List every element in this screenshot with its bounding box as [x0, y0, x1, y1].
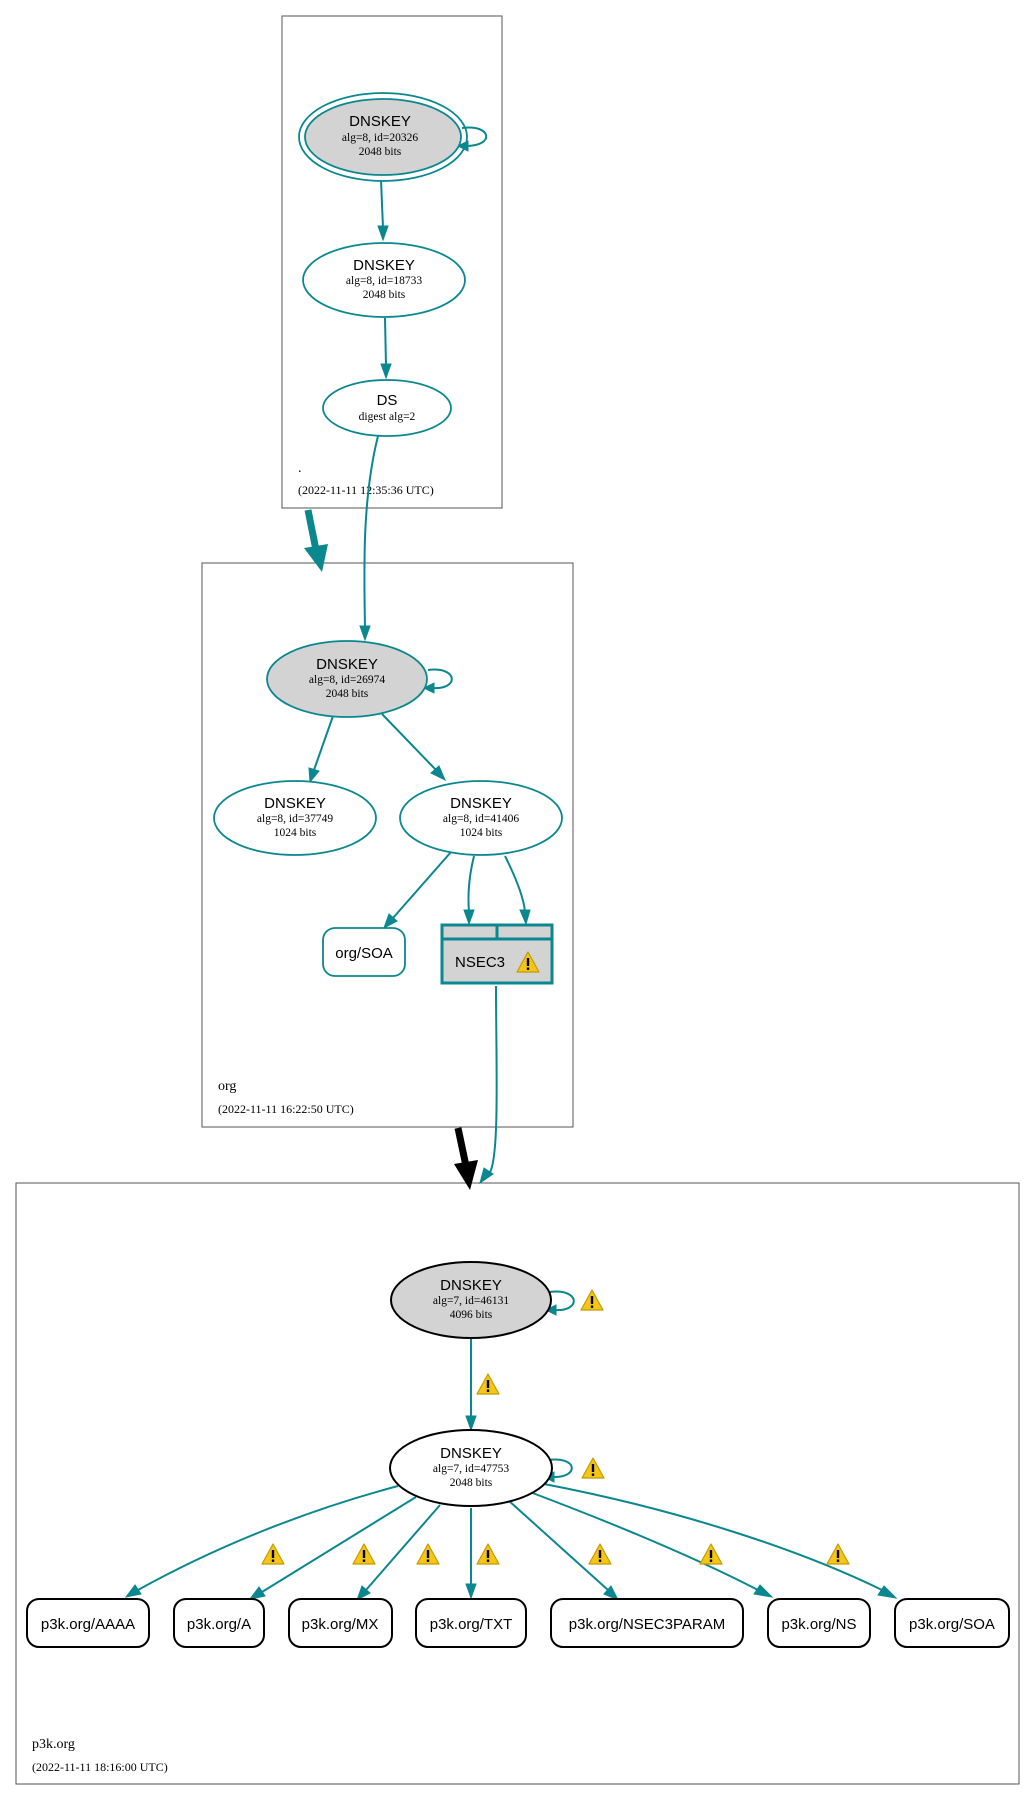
node-org-zsk1-title: DNSKEY [264, 795, 326, 812]
node-org-nsec3[interactable]: NSEC3 [440, 923, 554, 985]
rrset-a-label: p3k.org/A [187, 1616, 251, 1633]
node-root-ksk[interactable]: DNSKEY alg=8, id=20326 2048 bits [298, 92, 468, 182]
edge-org-ksk-zsk2 [381, 713, 446, 782]
edge-p3k-zsk-a [248, 1496, 417, 1600]
edge-org-ksk-zsk1 [308, 715, 334, 784]
edge-org-zsk2-nsec3-a [463, 855, 475, 926]
node-p3k-ksk[interactable]: DNSKEY alg=7, id=46131 4096 bits [390, 1261, 552, 1339]
node-root-zsk[interactable]: DNSKEY alg=8, id=18733 2048 bits [302, 242, 466, 318]
node-org-zsk2-alg: alg=8, id=41406 [443, 813, 519, 825]
edge-root-ksk-zsk [377, 179, 389, 242]
edge-p3k-zsk-ns [529, 1491, 774, 1598]
node-p3k-zsk[interactable]: DNSKEY alg=7, id=47753 2048 bits [389, 1429, 553, 1507]
node-org-ds-digest: digest alg=2 [359, 411, 416, 423]
node-org-zsk-41406[interactable]: DNSKEY alg=8, id=41406 1024 bits [399, 780, 563, 856]
edge-p3k-zsk-aaaa [124, 1485, 399, 1598]
node-org-zsk1-bits: 1024 bits [274, 827, 317, 839]
rrset-txt-label: p3k.org/TXT [430, 1616, 513, 1633]
node-org-nsec3-label: NSEC3 [455, 954, 505, 971]
node-org-zsk2-title: DNSKEY [450, 795, 512, 812]
node-org-ksk[interactable]: DNSKEY alg=8, id=26974 2048 bits [266, 640, 428, 718]
edge-nsec3-p3k [479, 985, 498, 1185]
node-root-ksk-alg: alg=8, id=20326 [342, 132, 418, 144]
node-org-ksk-bits: 2048 bits [326, 688, 369, 700]
node-org-zsk2-bits: 1024 bits [460, 827, 503, 839]
node-rrset-aaaa[interactable]: p3k.org/AAAA [26, 1598, 150, 1648]
zone-org-name: org [218, 1079, 236, 1094]
node-org-ds[interactable]: DS digest alg=2 [322, 379, 452, 437]
edge-p3k-ksk-self [544, 1290, 575, 1316]
zone-root-name: . [298, 461, 302, 476]
node-root-zsk-alg: alg=8, id=18733 [346, 275, 422, 287]
node-p3k-ksk-title: DNSKEY [440, 1277, 502, 1294]
node-rrset-a[interactable]: p3k.org/A [173, 1598, 265, 1648]
edge-p3k-zsk-nsec3param [507, 1499, 620, 1601]
node-p3k-zsk-title: DNSKEY [440, 1445, 502, 1462]
edge-p3k-zsk-txt [465, 1508, 477, 1600]
edge-org-ksk-self [422, 668, 453, 694]
edge-p3k-zsk-soa [543, 1483, 898, 1599]
rrset-ns-label: p3k.org/NS [781, 1616, 856, 1633]
node-org-ksk-alg: alg=8, id=26974 [309, 674, 385, 686]
node-rrset-txt[interactable]: p3k.org/TXT [415, 1598, 527, 1648]
node-rrset-mx[interactable]: p3k.org/MX [288, 1598, 393, 1648]
zone-p3k-name: p3k.org [32, 1737, 75, 1752]
node-root-ksk-bits: 2048 bits [359, 146, 402, 158]
node-rrset-ns[interactable]: p3k.org/NS [767, 1598, 871, 1648]
zone-org-time: (2022-11-11 16:22:50 UTC) [218, 1102, 354, 1116]
node-org-zsk1-alg: alg=8, id=37749 [257, 813, 333, 825]
node-rrset-nsec3param[interactable]: p3k.org/NSEC3PARAM [550, 1598, 744, 1648]
node-org-soa[interactable]: org/SOA [322, 927, 406, 977]
node-org-zsk-37749[interactable]: DNSKEY alg=8, id=37749 1024 bits [213, 780, 377, 856]
rrset-soa-label: p3k.org/SOA [909, 1616, 995, 1633]
node-root-ksk-title: DNSKEY [349, 113, 411, 130]
zone-p3k-time: (2022-11-11 18:16:00 UTC) [32, 1760, 168, 1774]
edge-p3k-zsk-mx [356, 1504, 441, 1602]
edge-p3k-ksk-zsk [465, 1336, 477, 1432]
delegation-arrow-org-p3k [454, 1127, 478, 1190]
node-p3k-zsk-alg: alg=7, id=47753 [433, 1463, 509, 1475]
edge-org-zsk2-soa [383, 851, 452, 930]
node-p3k-ksk-bits: 4096 bits [450, 1309, 493, 1321]
rrset-aaaa-label: p3k.org/AAAA [41, 1616, 135, 1633]
node-org-ds-title: DS [377, 392, 398, 409]
edge-org-zsk2-nsec3-b [504, 855, 531, 926]
zone-root-time: (2022-11-11 12:35:36 UTC) [298, 483, 434, 497]
node-rrset-soa[interactable]: p3k.org/SOA [894, 1598, 1010, 1648]
node-p3k-ksk-alg: alg=7, id=46131 [433, 1295, 509, 1307]
node-org-ksk-title: DNSKEY [316, 656, 378, 673]
delegation-arrow-root-org [304, 509, 328, 572]
node-root-zsk-bits: 2048 bits [363, 289, 406, 301]
node-root-zsk-title: DNSKEY [353, 257, 415, 274]
edge-root-zsk-ds [380, 317, 392, 380]
rrset-mx-label: p3k.org/MX [302, 1616, 379, 1633]
node-p3k-zsk-bits: 2048 bits [450, 1477, 493, 1489]
rrset-nsec3param-label: p3k.org/NSEC3PARAM [569, 1616, 725, 1633]
edge-ds-org-ksk [359, 435, 379, 642]
node-org-soa-label: org/SOA [335, 945, 393, 962]
